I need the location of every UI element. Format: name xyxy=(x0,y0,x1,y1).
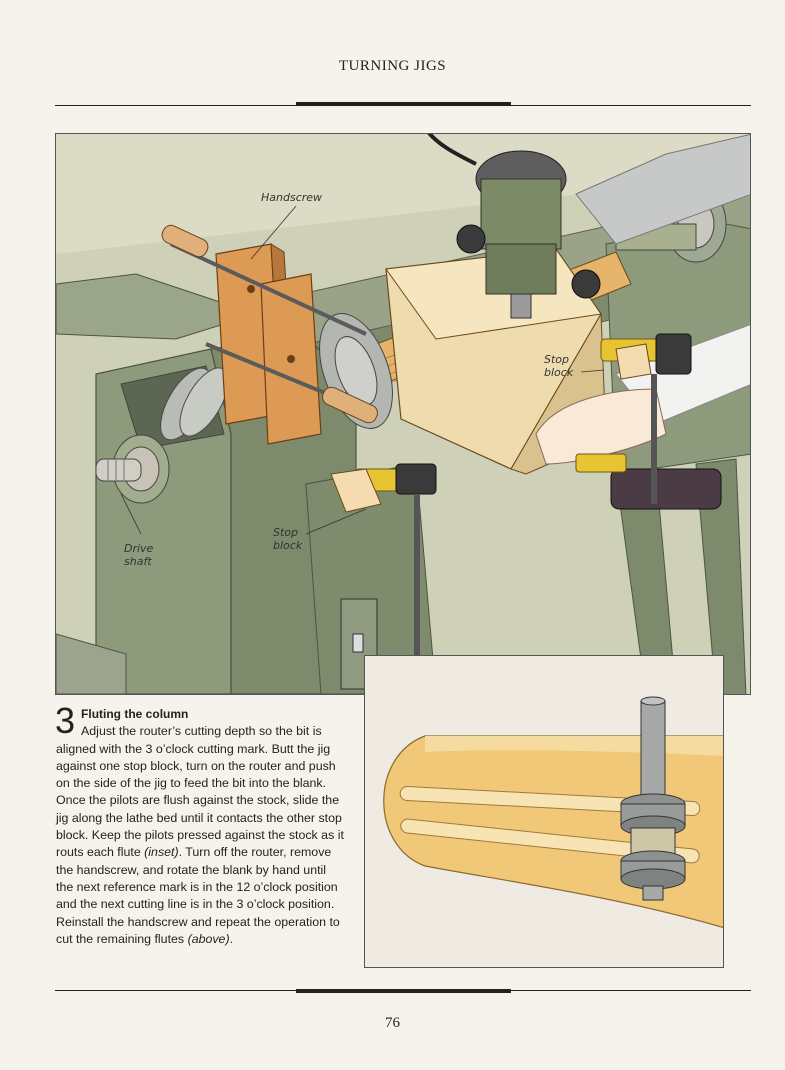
header-rule-accent xyxy=(296,102,511,106)
caption-body-1: Adjust the router’s cutting depth so the… xyxy=(56,724,344,860)
caption-body-2: . Turn off the router, remove the handsc… xyxy=(56,845,340,946)
page-number: 76 xyxy=(385,1015,400,1031)
inset-illustration xyxy=(364,655,724,968)
caption-above-ref: (above) xyxy=(187,931,230,946)
caption-body-3: . xyxy=(229,931,234,946)
label-handscrew: Handscrew xyxy=(261,191,323,204)
step-title: Fluting the column xyxy=(81,707,189,721)
step-number: 3 xyxy=(55,700,76,741)
footer-rule-accent xyxy=(296,989,511,993)
label-stop-block-right: Stop block xyxy=(544,353,574,379)
label-drive-shaft: Drive shaft xyxy=(124,542,154,568)
lathe-router-jig-illustration xyxy=(56,134,750,694)
caption-inset-ref: (inset) xyxy=(144,845,179,860)
running-title: TURNING JIGS xyxy=(338,58,447,74)
main-illustration: Handscrew Stop block Stop block Drive sh… xyxy=(55,133,751,695)
label-stop-block-left: Stop block xyxy=(273,526,303,552)
step-caption: 3 Fluting the column Adjust the router’s… xyxy=(55,700,346,948)
router-bit-flute-inset xyxy=(365,656,723,967)
